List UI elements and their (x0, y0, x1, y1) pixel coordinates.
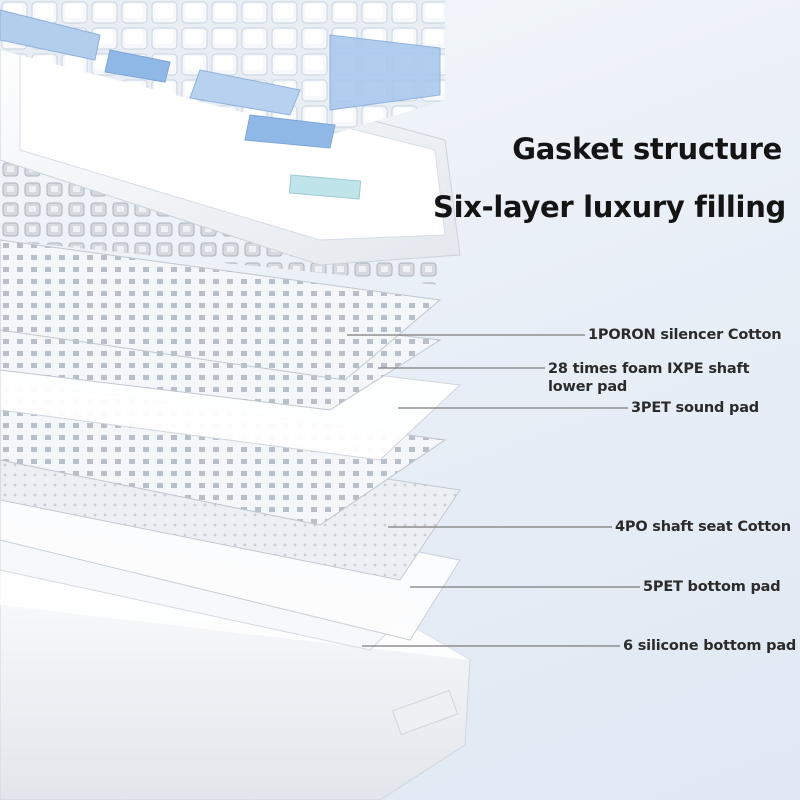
layer-label-5-line-1: 5PET bottom pad (643, 579, 781, 595)
headline-title: Gasket structure (512, 132, 782, 166)
layer-label-2-line-1: 28 times foam IXPE shaft (548, 361, 750, 377)
layer-label-2-line-2: lower pad (548, 379, 628, 395)
layer-label-2: 28 times foam IXPE shaft lower pad (548, 360, 749, 396)
leader-lines (347, 334, 640, 647)
layer-label-5: 5PET bottom pad (643, 578, 781, 596)
layer-label-1-line-1: 1PORON silencer Cotton (588, 327, 782, 343)
layer-label-6: 6 silicone bottom pad (623, 637, 796, 655)
top-frame (0, 19, 461, 266)
layer-label-4: 4PO shaft seat Cotton (615, 518, 791, 536)
layer-label-4-line-1: 4PO shaft seat Cotton (615, 519, 791, 535)
headline-subtitle: Six-layer luxury filling (433, 190, 786, 224)
layer-label-1: 1PORON silencer Cotton (588, 326, 782, 344)
layer-label-3-line-1: 3PET sound pad (631, 400, 759, 416)
layer-label-6-line-1: 6 silicone bottom pad (623, 638, 797, 654)
layer-poron-cotton (0, 239, 442, 381)
layer-label-3: 3PET sound pad (631, 399, 759, 417)
keycap-set (0, 0, 445, 149)
